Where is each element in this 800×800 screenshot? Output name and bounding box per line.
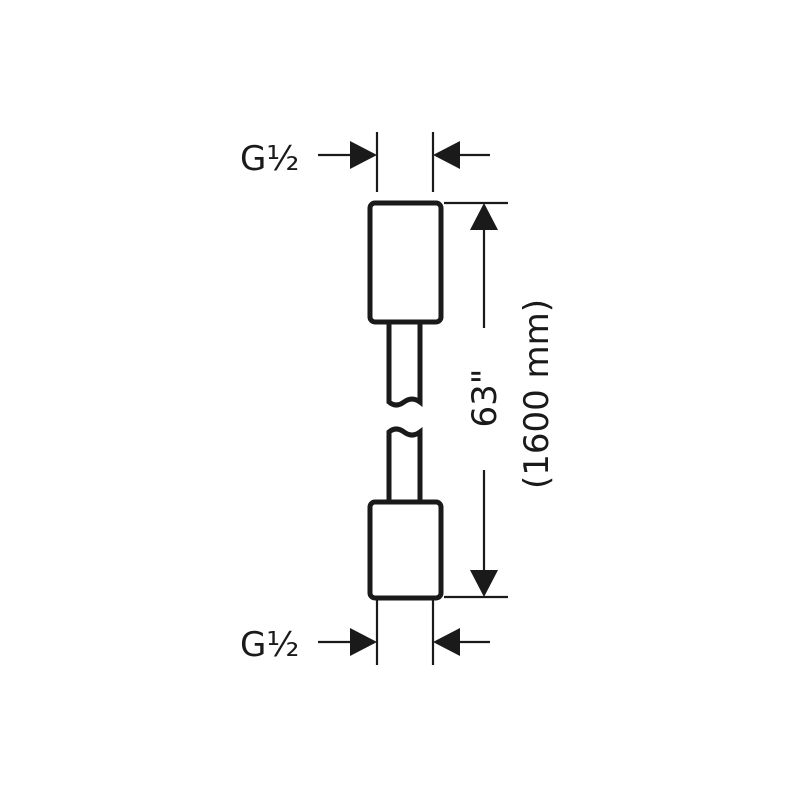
lower-hose-segment [386,426,423,500]
length-arrowhead-bottom [470,570,498,597]
bottom-arrowhead-right [433,628,460,656]
bottom-arrowhead-left [350,628,377,656]
bottom-nut [367,499,444,601]
top-width-dimension: G½ [240,132,490,192]
thread-size-bottom-label: G½ [240,625,299,665]
length-arrowhead-top [470,203,498,230]
upper-hose-segment [386,324,423,408]
top-nut [367,200,444,325]
top-arrowhead-right [433,141,460,169]
top-arrowhead-left [350,141,377,169]
bottom-width-dimension: G½ [240,600,490,665]
length-dimension: 63" (1600 mm) [444,201,557,599]
length-imperial-label: 63" [465,369,505,428]
length-metric-label: (1600 mm) [517,299,557,489]
hose-body [367,200,444,601]
thread-size-top-label: G½ [240,139,299,179]
